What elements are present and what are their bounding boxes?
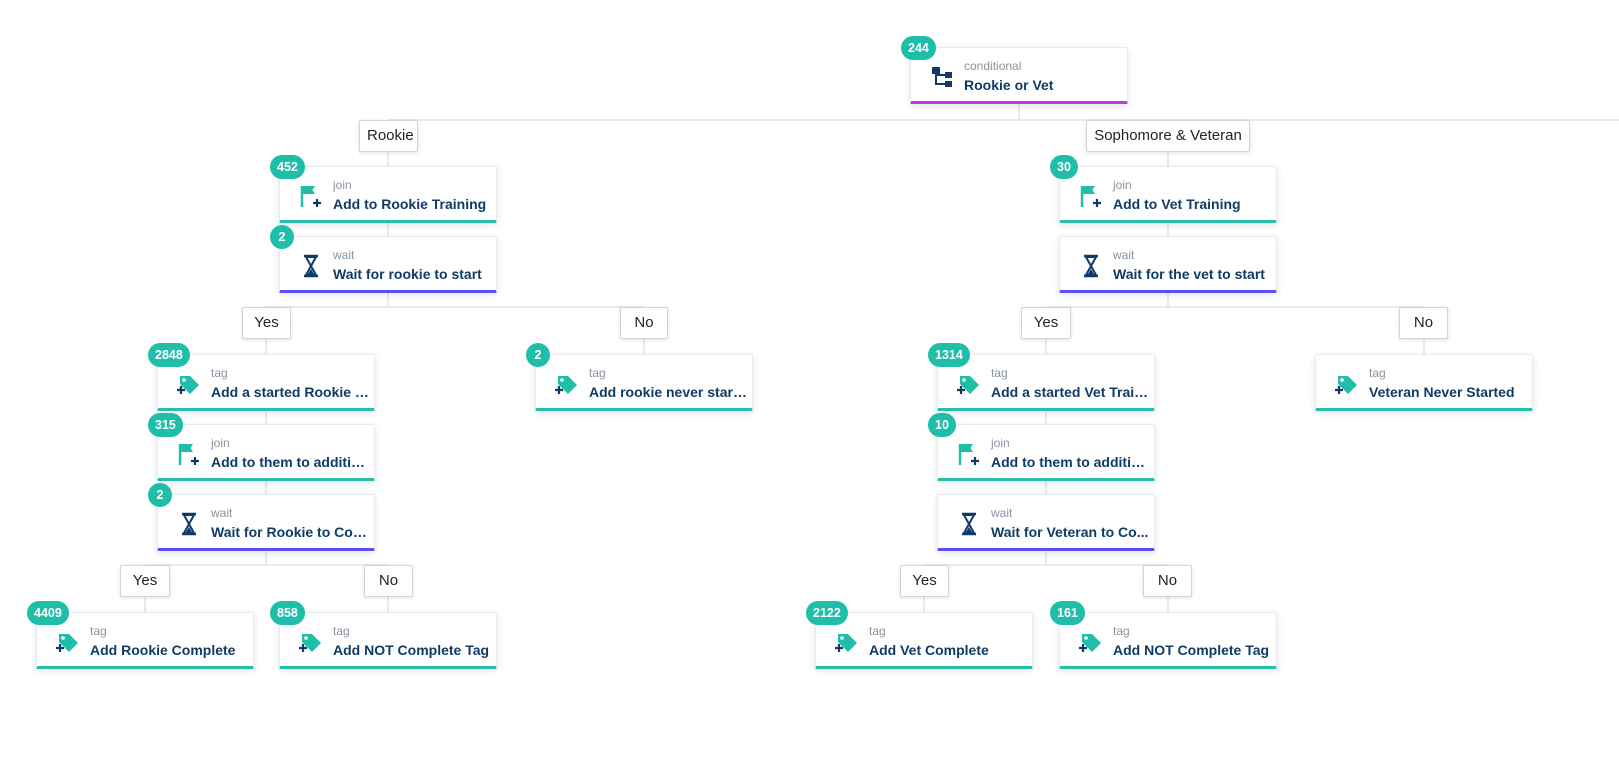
step-type-label: join: [991, 436, 1010, 450]
step-title: Wait for the vet to start: [1113, 266, 1265, 282]
hourglass-icon: [176, 511, 202, 537]
flag-plus-icon: [1078, 183, 1104, 209]
step-type-label: tag: [211, 366, 228, 380]
step-type-label: tag: [333, 624, 350, 638]
branch-label-rookie[interactable]: Rookie: [359, 120, 418, 152]
step-card-tag[interactable]: 4409 tag Add Rookie Complete: [27, 601, 254, 669]
flag-plus-icon: [176, 441, 202, 467]
tag-plus-icon: [176, 371, 202, 397]
flowchart-icon: [929, 64, 955, 90]
step-type-label: wait: [991, 506, 1013, 520]
tag-plus-icon: [554, 371, 580, 397]
branch-label-no[interactable]: No: [620, 307, 668, 339]
count-badge: 30: [1050, 155, 1078, 179]
count-badge: 2848: [148, 343, 190, 367]
step-type-label: wait: [1113, 248, 1135, 262]
flag-plus-icon: [298, 183, 324, 209]
tag-plus-icon: [298, 629, 324, 655]
branch-label-sophomore-veteran[interactable]: Sophomore & Veteran: [1086, 120, 1250, 152]
step-title: Add Rookie Complete: [90, 642, 236, 658]
step-type-label: join: [211, 436, 230, 450]
count-badge: 244: [901, 36, 936, 60]
step-title: Add a started Vet Train ...: [991, 384, 1151, 400]
step-type-label: join: [1113, 178, 1132, 192]
step-title: Wait for rookie to start: [333, 266, 482, 282]
step-title: Rookie or Vet: [964, 77, 1054, 93]
step-title: Add NOT Complete Tag: [333, 642, 490, 658]
hourglass-icon: [956, 511, 982, 537]
hourglass-icon: [1078, 253, 1104, 279]
tag-plus-icon: [55, 629, 81, 655]
branch-label-yes[interactable]: Yes: [242, 307, 291, 339]
branch-label-no[interactable]: No: [1399, 307, 1448, 339]
count-badge: 161: [1050, 601, 1085, 625]
step-title: Add Vet Complete: [869, 642, 989, 658]
tag-plus-icon: [1334, 371, 1360, 397]
step-type-label: tag: [869, 624, 886, 638]
step-card-tag[interactable]: tag Veteran Never Started: [1315, 354, 1533, 411]
branch-label-no[interactable]: No: [1143, 565, 1192, 597]
step-title: Veteran Never Started: [1369, 384, 1515, 400]
step-card-tag[interactable]: 2 tag Add rookie never starte...: [526, 343, 753, 411]
step-title: Add to Rookie Training: [333, 196, 487, 212]
step-card-tag[interactable]: 2122 tag Add Vet Complete: [806, 601, 1033, 669]
branch-label-yes[interactable]: Yes: [900, 565, 949, 597]
step-title: Add rookie never starte...: [589, 384, 749, 400]
step-card-tag[interactable]: 2848 tag Add a started Rookie Tr...: [148, 343, 375, 411]
count-badge: 2122: [806, 601, 848, 625]
step-title: Add NOT Complete Tag: [1113, 642, 1270, 658]
step-card-join[interactable]: 30 join Add to Vet Training: [1050, 155, 1277, 223]
count-badge: 2: [526, 343, 550, 367]
flag-plus-icon: [956, 441, 982, 467]
tag-plus-icon: [1078, 629, 1104, 655]
count-badge: 4409: [27, 601, 69, 625]
step-type-label: tag: [991, 366, 1008, 380]
step-card-tag[interactable]: 161 tag Add NOT Complete Tag: [1050, 601, 1277, 669]
branch-label-yes[interactable]: Yes: [120, 565, 170, 597]
step-card-wait[interactable]: 2 wait Wait for rookie to start: [270, 225, 497, 293]
step-card-wait[interactable]: 2 wait Wait for Rookie to Com...: [148, 483, 375, 551]
count-badge: 1314: [928, 343, 970, 367]
step-type-label: tag: [90, 624, 107, 638]
branch-label-no[interactable]: No: [364, 565, 413, 597]
step-type-label: tag: [589, 366, 606, 380]
step-type-label: tag: [1369, 366, 1386, 380]
step-type-label: tag: [1113, 624, 1130, 638]
step-card-tag[interactable]: 858 tag Add NOT Complete Tag: [270, 601, 497, 669]
hourglass-icon: [298, 253, 324, 279]
step-title: Add to Vet Training: [1113, 196, 1241, 212]
step-card-join[interactable]: 315 join Add to them to addition...: [148, 413, 375, 481]
tag-plus-icon: [956, 371, 982, 397]
count-badge: 452: [270, 155, 305, 179]
step-title: Add to them to addition...: [991, 454, 1151, 470]
step-card-wait[interactable]: wait Wait for the vet to start: [1059, 236, 1277, 293]
branch-label-yes[interactable]: Yes: [1021, 307, 1071, 339]
step-title: Wait for Veteran to Co...: [991, 524, 1149, 540]
step-card-wait[interactable]: wait Wait for Veteran to Co...: [937, 494, 1155, 551]
step-card-join[interactable]: 10 join Add to them to addition...: [928, 413, 1155, 481]
step-type-label: join: [333, 178, 352, 192]
tag-plus-icon: [834, 629, 860, 655]
step-title: Wait for Rookie to Com...: [211, 524, 371, 540]
step-card-tag[interactable]: 1314 tag Add a started Vet Train ...: [928, 343, 1155, 411]
step-type-label: wait: [211, 506, 233, 520]
count-badge: 2: [148, 483, 172, 507]
step-card-join[interactable]: 452 join Add to Rookie Training: [270, 155, 497, 223]
count-badge: 315: [148, 413, 183, 437]
count-badge: 10: [928, 413, 956, 437]
count-badge: 2: [270, 225, 294, 249]
step-title: Add a started Rookie Tr...: [211, 384, 371, 400]
step-card-conditional[interactable]: 244 conditional Rookie or Vet: [901, 36, 1128, 104]
step-type-label: wait: [333, 248, 355, 262]
count-badge: 858: [270, 601, 305, 625]
step-title: Add to them to addition...: [211, 454, 371, 470]
step-type-label: conditional: [964, 59, 1022, 73]
